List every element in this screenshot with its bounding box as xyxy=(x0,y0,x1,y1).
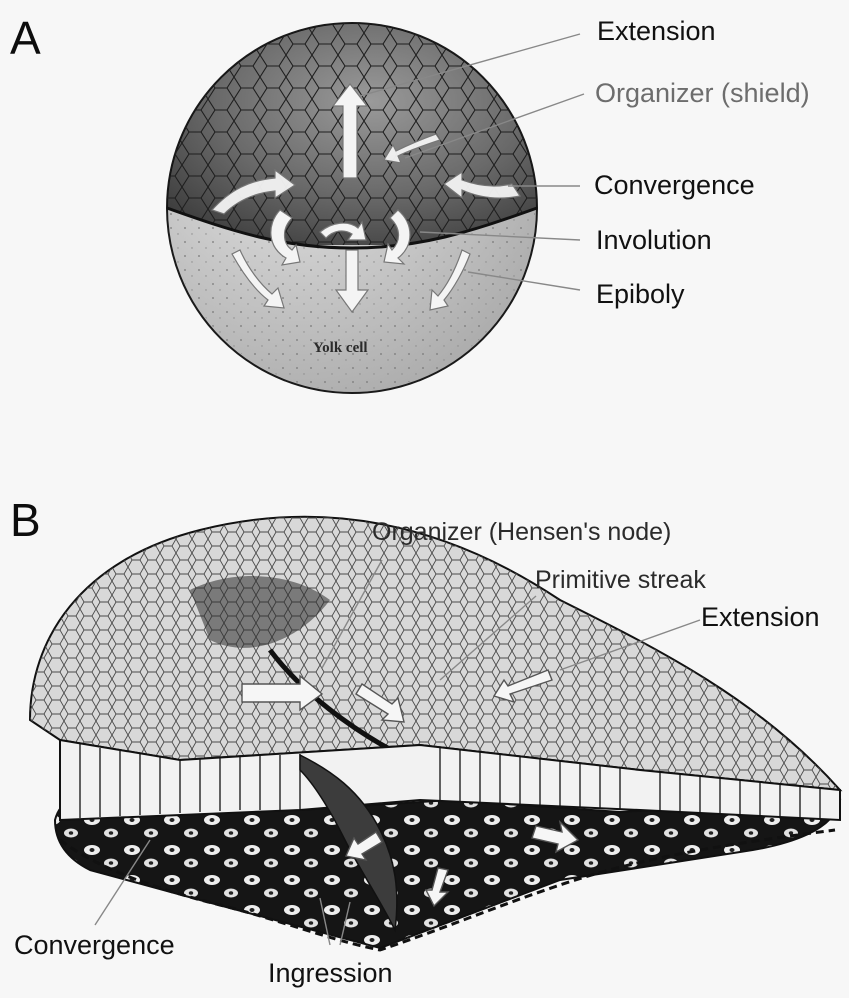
panel-b-embryo xyxy=(20,500,849,950)
label-a-epiboly: Epiboly xyxy=(596,281,685,308)
label-a-convergence: Convergence xyxy=(594,172,755,199)
label-b-ingression: Ingression xyxy=(268,960,393,987)
label-b-primitive-streak: Primitive streak xyxy=(535,568,706,593)
label-a-yolk: Yolk cell xyxy=(313,341,368,356)
label-b-extension: Extension xyxy=(701,604,820,631)
label-a-extension: Extension xyxy=(597,18,716,45)
label-b-organizer: Organizer (Hensen's node) xyxy=(372,520,671,545)
label-b-convergence: Convergence xyxy=(14,932,175,959)
panel-a-letter: A xyxy=(10,15,41,61)
panel-a-embryo xyxy=(167,23,584,393)
panel-b-letter: B xyxy=(10,497,41,543)
label-a-involution: Involution xyxy=(596,227,712,254)
label-a-organizer: Organizer (shield) xyxy=(595,80,810,107)
